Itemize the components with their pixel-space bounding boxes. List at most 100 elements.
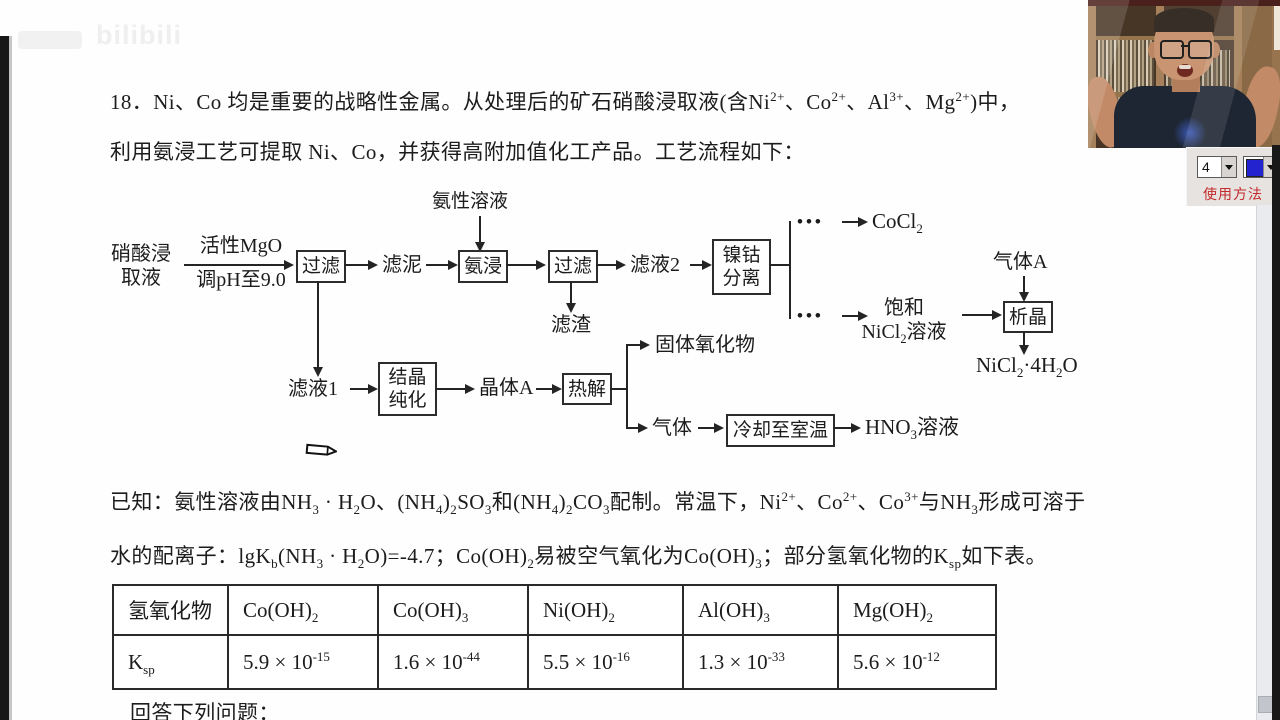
ksp-table: 氢氧化物 Co(OH)2 Co(OH)3 Ni(OH)2 Al(OH)3 Mg(… — [112, 584, 997, 690]
glasses-bridge — [1181, 45, 1189, 47]
shirt-graphic — [1172, 118, 1208, 148]
flow-box-nico-separation: 镍钴分离 — [712, 239, 771, 295]
table-header-hydroxide: 氢氧化物 — [112, 584, 229, 636]
window-edge-right — [1272, 145, 1280, 720]
webcam-video — [1088, 0, 1280, 148]
flow-line — [628, 344, 640, 346]
table-header-cooh3: Co(OH)3 — [377, 584, 529, 636]
flow-arrowhead — [465, 384, 475, 394]
table-value-cooh3: 1.6 × 10-44 — [377, 634, 529, 690]
flow-line — [769, 264, 790, 266]
flow-line — [317, 281, 319, 367]
window-edge-left-highlight — [9, 36, 12, 720]
flow-line — [628, 427, 638, 429]
presenter-hair — [1154, 8, 1214, 32]
flow-line — [350, 388, 368, 390]
table-header-mgoh2: Mg(OH)2 — [837, 584, 997, 636]
flow-arrowhead — [858, 311, 868, 321]
flow-line — [1023, 276, 1025, 292]
flow-label-reagent-bottom: 调pH至9.0 — [196, 269, 286, 291]
flow-label-gas: 气体 — [652, 417, 692, 439]
flow-arrowhead — [992, 310, 1002, 320]
webcam-top-trim — [1088, 0, 1280, 6]
saturated-line2: NiCl2溶液 — [861, 321, 947, 346]
feed-line2: 取液 — [121, 267, 161, 289]
flow-arrowhead — [368, 260, 378, 270]
flow-box-crystallize: 析晶 — [1003, 301, 1053, 333]
flow-line — [842, 221, 858, 223]
flow-arrowhead — [475, 242, 485, 252]
problem-line-2: 利用氨浸工艺可提取 Ni、Co，并获得高附加值化工产品。工艺流程如下： — [110, 140, 805, 164]
known-line-2: 水的配离子：lgKb(NH3 · H2O)=-4.7；Co(OH)2易被空气氧化… — [110, 544, 1047, 572]
window-edge-left — [0, 36, 9, 720]
watermark-blur-block — [18, 31, 82, 50]
flow-line — [570, 281, 572, 303]
table-value-aloh3: 1.3 × 10-33 — [682, 634, 839, 690]
flow-label-filtrate-2: 滤液2 — [630, 254, 680, 276]
known-line-1: 已知：氨性溶液由NH3 · H2O、(NH4)2SO3和(NH4)2CO3配制。… — [110, 489, 1086, 518]
flow-label-ammonia-solution: 氨性溶液 — [432, 191, 509, 212]
flow-box-crystal-purify: 结晶纯化 — [378, 362, 437, 416]
flow-box-filter-2: 过滤 — [548, 250, 598, 283]
flow-line — [184, 264, 284, 266]
pencil-cursor-icon — [305, 443, 337, 456]
flow-arrowhead — [1019, 345, 1029, 355]
flow-label-residue: 滤渣 — [551, 314, 591, 336]
table-value-cooh2: 5.9 × 10-15 — [227, 634, 379, 690]
flow-arrowhead — [858, 217, 868, 227]
flow-line — [962, 314, 992, 316]
table-header-aloh3: Al(OH)3 — [682, 584, 839, 636]
table-row-label-ksp: Ksp — [112, 634, 229, 690]
presenter-ear — [1210, 42, 1220, 58]
flow-label-crystal-a: 晶体A — [479, 377, 534, 399]
flow-line — [690, 264, 702, 266]
annotation-tool-panel: 4 使用方法 — [1186, 147, 1280, 206]
flow-arrowhead — [1019, 292, 1029, 302]
pen-size-select[interactable]: 4 — [1197, 156, 1237, 178]
glasses-left-lens — [1160, 40, 1184, 59]
flow-box-pyrolysis: 热解 — [562, 373, 612, 405]
flow-label-reagent-top: 活性MgO — [199, 235, 283, 257]
flow-line — [610, 388, 628, 390]
flow-arrowhead — [536, 260, 546, 270]
flow-arrowhead — [640, 340, 650, 350]
flow-label-filtrate-1: 滤液1 — [288, 378, 338, 400]
feed-line1: 硝酸浸 — [111, 243, 171, 265]
flow-arrowhead — [313, 367, 323, 377]
flow-line — [1023, 331, 1025, 345]
glass-glare-overlay — [1088, 0, 1280, 148]
flow-label-gas-a: 气体A — [993, 251, 1048, 273]
flow-arrowhead — [368, 384, 378, 394]
flow-line — [626, 344, 628, 429]
table-header-nioh2: Ni(OH)2 — [527, 584, 684, 636]
flow-label-filter-mud: 滤泥 — [382, 254, 422, 276]
flow-line — [833, 427, 851, 429]
flow-line — [479, 216, 481, 242]
crystal-purify-text: 结晶纯化 — [388, 367, 427, 411]
table-value-mgoh2: 5.6 × 10-12 — [837, 634, 997, 690]
scrollbar-thumb[interactable] — [1258, 696, 1273, 713]
usage-hint-label[interactable]: 使用方法 — [1203, 186, 1263, 202]
flow-arrowhead — [851, 423, 861, 433]
problem-line-1: 18．Ni、Co 均是重要的战略性金属。从处理后的矿石硝酸浸取液(含Ni2+、C… — [110, 89, 1021, 114]
window-light-sliver — [1274, 6, 1280, 50]
pen-color-swatch[interactable] — [1246, 159, 1264, 177]
flow-line — [435, 388, 465, 390]
flow-arrowhead — [284, 260, 294, 270]
answer-prompt: 回答下列问题： — [130, 701, 280, 720]
pen-size-dropdown-arrow-icon[interactable] — [1221, 157, 1236, 177]
bilibili-logo: bilibili — [96, 20, 182, 50]
table-value-row: Ksp 5.9 × 10-15 1.6 × 10-44 5.5 × 10-16 … — [112, 634, 997, 690]
nico-sep-text: 镍钴分离 — [722, 245, 761, 289]
flow-dots-top: ••• — [797, 212, 824, 231]
watermark: bilibili — [18, 20, 182, 51]
flow-arrowhead — [638, 423, 648, 433]
flow-line — [789, 221, 791, 319]
flow-dots-bottom: ••• — [797, 306, 824, 325]
glasses-right-lens — [1188, 40, 1212, 59]
flow-box-filter-1: 过滤 — [296, 250, 346, 283]
flow-arrowhead — [566, 303, 576, 313]
flow-line — [536, 388, 552, 390]
bookshelf-frame-bar — [1234, 6, 1242, 148]
